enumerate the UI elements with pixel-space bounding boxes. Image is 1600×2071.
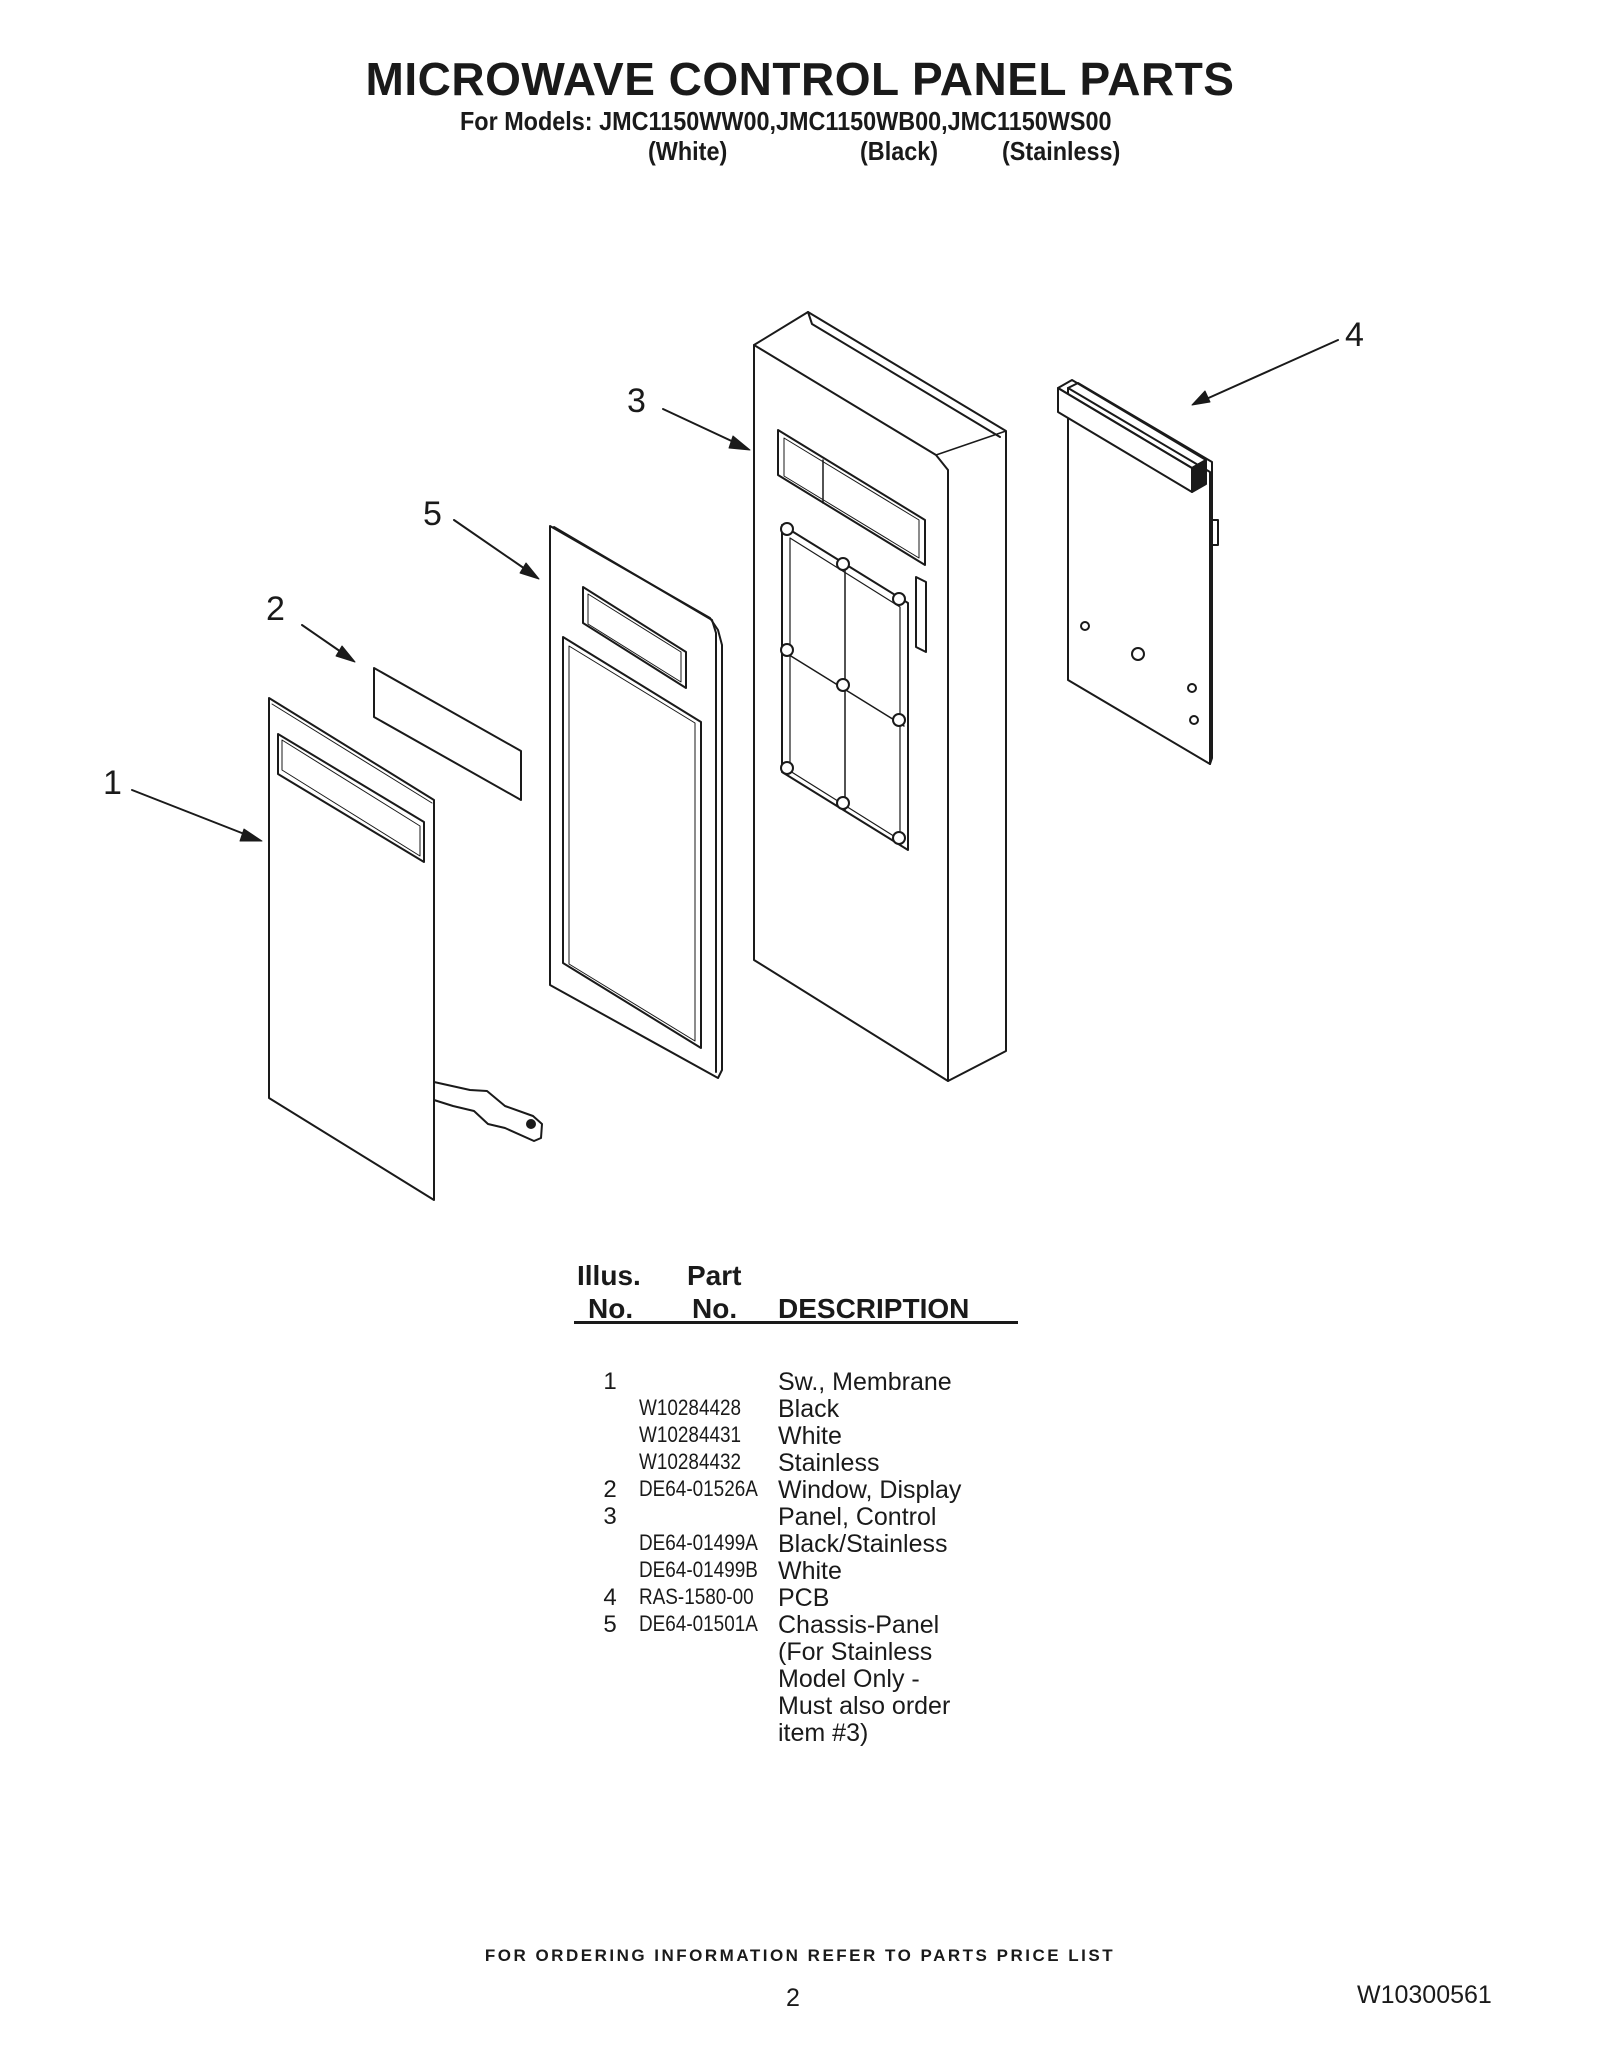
table-row: DE64-01499B White — [0, 1557, 1600, 1585]
page-number: 2 — [786, 1984, 800, 2012]
header-part-line1: Part — [687, 1260, 742, 1291]
table-row: DE64-01499A Black/Stainless — [0, 1530, 1600, 1558]
part-description: Stainless — [778, 1449, 880, 1477]
table-row: 3 Panel, Control — [0, 1503, 1600, 1531]
illus-number: 2 — [603, 1476, 617, 1503]
leader-arrows — [131, 339, 1339, 842]
table-row: Model Only - — [0, 1665, 1600, 1693]
part-2-display-window — [373, 667, 522, 801]
part-number: DE64-01499A — [639, 1530, 758, 1555]
part-description: White — [778, 1422, 842, 1450]
part-number: DE64-01501A — [639, 1611, 758, 1636]
part-description: PCB — [778, 1584, 830, 1612]
table-row: (For Stainless — [0, 1638, 1600, 1666]
part-number: W10284431 — [639, 1422, 742, 1447]
exploded-parts-diagram: 1 2 3 4 5 — [103, 311, 1364, 1201]
table-row: 4 RAS-1580-00 PCB — [0, 1584, 1600, 1612]
models-line: For Models: JMC1150WW00,JMC1150WB00,JMC1… — [460, 106, 1112, 136]
part-description: Sw., Membrane — [778, 1368, 952, 1396]
illus-number: 3 — [603, 1503, 617, 1530]
part-description: Model Only - — [778, 1665, 920, 1693]
callout-2: 2 — [266, 590, 285, 628]
table-header-rule — [574, 1321, 1018, 1324]
document-number: W10300561 — [1357, 1981, 1492, 2009]
header-illus-line1: Illus. — [577, 1260, 641, 1291]
callout-3: 3 — [627, 382, 646, 420]
table-row: 2 DE64-01526A Window, Display — [0, 1476, 1600, 1504]
variant-black: (Black) — [860, 136, 939, 166]
part-number: DE64-01499B — [639, 1557, 758, 1582]
table-row: W10284431 White — [0, 1422, 1600, 1450]
part-1-membrane-switch — [268, 697, 543, 1201]
part-description: Panel, Control — [778, 1503, 937, 1531]
header-part-line2: No. — [692, 1293, 738, 1324]
part-number: W10284428 — [639, 1395, 742, 1420]
header-illus-line2: No. — [588, 1293, 634, 1324]
part-number: RAS-1580-00 — [639, 1584, 754, 1609]
part-5-chassis-panel — [549, 525, 723, 1079]
table-row: item #3) — [0, 1719, 1600, 1747]
callout-1: 1 — [103, 764, 122, 802]
illus-number: 1 — [603, 1368, 617, 1395]
variant-white: (White) — [648, 136, 728, 166]
variant-stainless: (Stainless) — [1002, 136, 1121, 166]
callout-5: 5 — [423, 495, 442, 533]
table-row: W10284432 Stainless — [0, 1449, 1600, 1477]
part-description: item #3) — [778, 1719, 869, 1747]
header-description: DESCRIPTION — [778, 1293, 970, 1324]
page-title: MICROWAVE CONTROL PANEL PARTS — [365, 53, 1235, 105]
part-number: DE64-01526A — [639, 1476, 758, 1501]
part-description: Window, Display — [778, 1476, 962, 1504]
part-description: Black — [778, 1395, 840, 1423]
callout-4: 4 — [1345, 316, 1364, 354]
part-description: (For Stainless — [778, 1638, 933, 1666]
table-row: W10284428 Black — [0, 1395, 1600, 1423]
part-description: Chassis-Panel — [778, 1611, 940, 1639]
table-row: 1 Sw., Membrane — [0, 1368, 1600, 1396]
part-number: W10284432 — [639, 1449, 742, 1474]
ordering-note: FOR ORDERING INFORMATION REFER TO PARTS … — [484, 1946, 1116, 1965]
part-description: Must also order — [778, 1692, 951, 1720]
illus-number: 5 — [603, 1611, 617, 1638]
part-4-pcb — [1057, 379, 1219, 765]
table-row: Must also order — [0, 1692, 1600, 1720]
part-description: Black/Stainless — [778, 1530, 948, 1558]
part-3-control-panel — [753, 311, 1007, 1082]
illus-number: 4 — [603, 1584, 617, 1611]
part-description: White — [778, 1557, 842, 1585]
table-row: 5 DE64-01501A Chassis-Panel — [0, 1611, 1600, 1639]
